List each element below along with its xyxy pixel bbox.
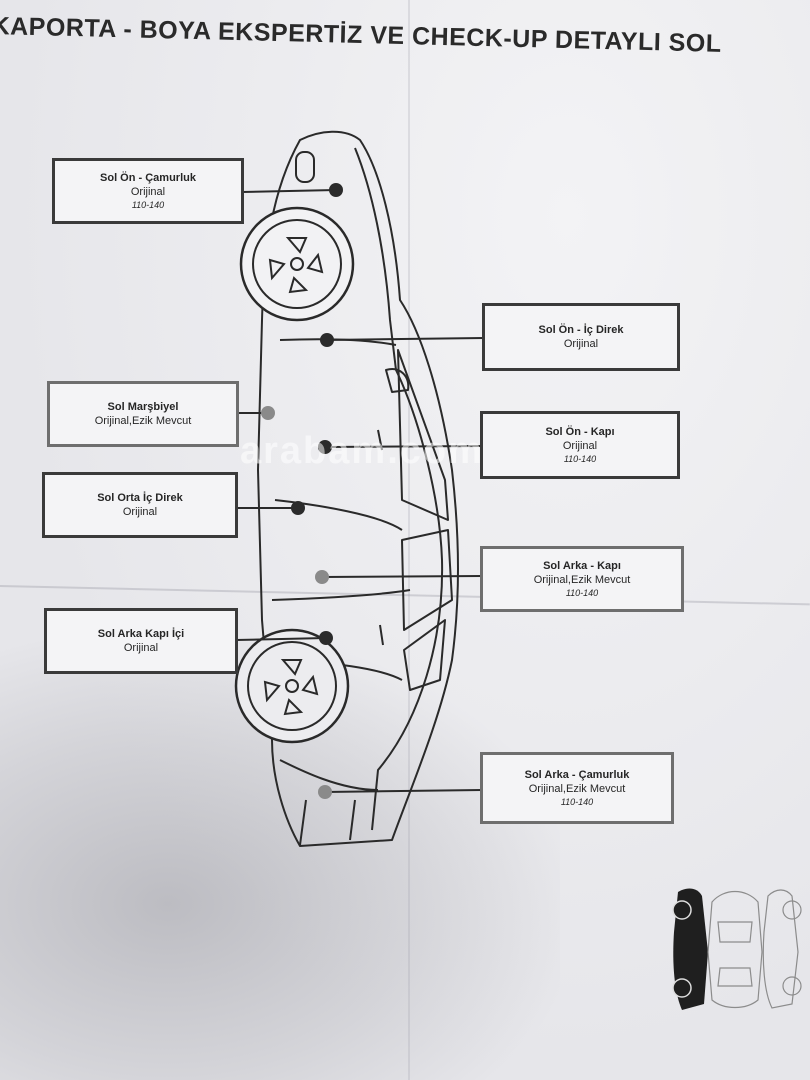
car-side-right-icon [762, 889, 802, 1009]
part-box-sol-on-camurluk: Sol Ön - Çamurluk Orijinal 110-140 [52, 158, 244, 224]
front-wheel [239, 206, 355, 322]
part-box-sol-arka-kapi: Sol Arka - Kapı Orijinal,Ezik Mevcut 110… [480, 546, 684, 612]
part-box-sol-on-kapi: Sol Ön - Kapı Orijinal 110-140 [480, 411, 680, 479]
watermark: arabam.com [240, 430, 484, 472]
connector-lines [235, 189, 485, 793]
part-name: Sol Arka - Kapı [543, 560, 621, 572]
part-status: Orijinal [123, 642, 159, 654]
part-status: Orijinal,Ezik Mevcut [528, 783, 626, 795]
part-name: Sol Orta İç Direk [97, 492, 183, 504]
part-status: Orijinal [130, 186, 166, 198]
part-status: Orijinal [563, 338, 599, 350]
part-name: Sol Arka Kapı İçi [97, 628, 185, 640]
part-status: Orijinal,Ezik Mevcut [533, 574, 631, 586]
car-side-left-icon [672, 888, 708, 1010]
part-box-sol-on-ic-direk: Sol Ön - İç Direk Orijinal [482, 303, 680, 371]
part-box-sol-arka-kapi-ici: Sol Arka Kapı İçi Orijinal [44, 608, 238, 674]
dot-sol-arka-camurluk [318, 785, 332, 799]
dot-sol-arka-kapi-ici [319, 631, 333, 645]
part-status: Orijinal [122, 506, 158, 518]
fold-line-vertical [408, 0, 410, 1080]
part-name: Sol Marşbiyel [107, 401, 179, 413]
part-range: 110-140 [563, 454, 597, 464]
part-dots [261, 183, 343, 799]
part-name: Sol Arka - Çamurluk [524, 769, 630, 781]
part-name: Sol Ön - Kapı [545, 426, 615, 438]
part-box-sol-orta-ic-direk: Sol Orta İç Direk Orijinal [42, 472, 238, 538]
dot-sol-arka-kapi [315, 570, 329, 584]
dot-sol-on-kapi [318, 440, 332, 454]
part-box-sol-marsbiyel: Sol Marşbiyel Orijinal,Ezik Mevcut [47, 381, 239, 447]
rear-wheel [234, 628, 350, 744]
part-name: Sol Ön - Çamurluk [100, 172, 196, 184]
dot-sol-marsbiyel [261, 406, 275, 420]
part-range: 110-140 [131, 200, 165, 210]
view-thumbnails [672, 888, 802, 1010]
dot-sol-on-ic-direk [320, 333, 334, 347]
part-name: Sol Ön - İç Direk [538, 324, 624, 336]
part-status: Orijinal,Ezik Mevcut [94, 415, 192, 427]
dot-sol-on-camurluk [329, 183, 343, 197]
dot-sol-orta-ic-direk [291, 501, 305, 515]
part-box-sol-arka-camurluk: Sol Arka - Çamurluk Orijinal,Ezik Mevcut… [480, 752, 674, 824]
part-range: 110-140 [560, 797, 594, 807]
part-range: 110-140 [565, 588, 599, 598]
part-status: Orijinal [562, 440, 598, 452]
car-top-icon [707, 890, 763, 1009]
